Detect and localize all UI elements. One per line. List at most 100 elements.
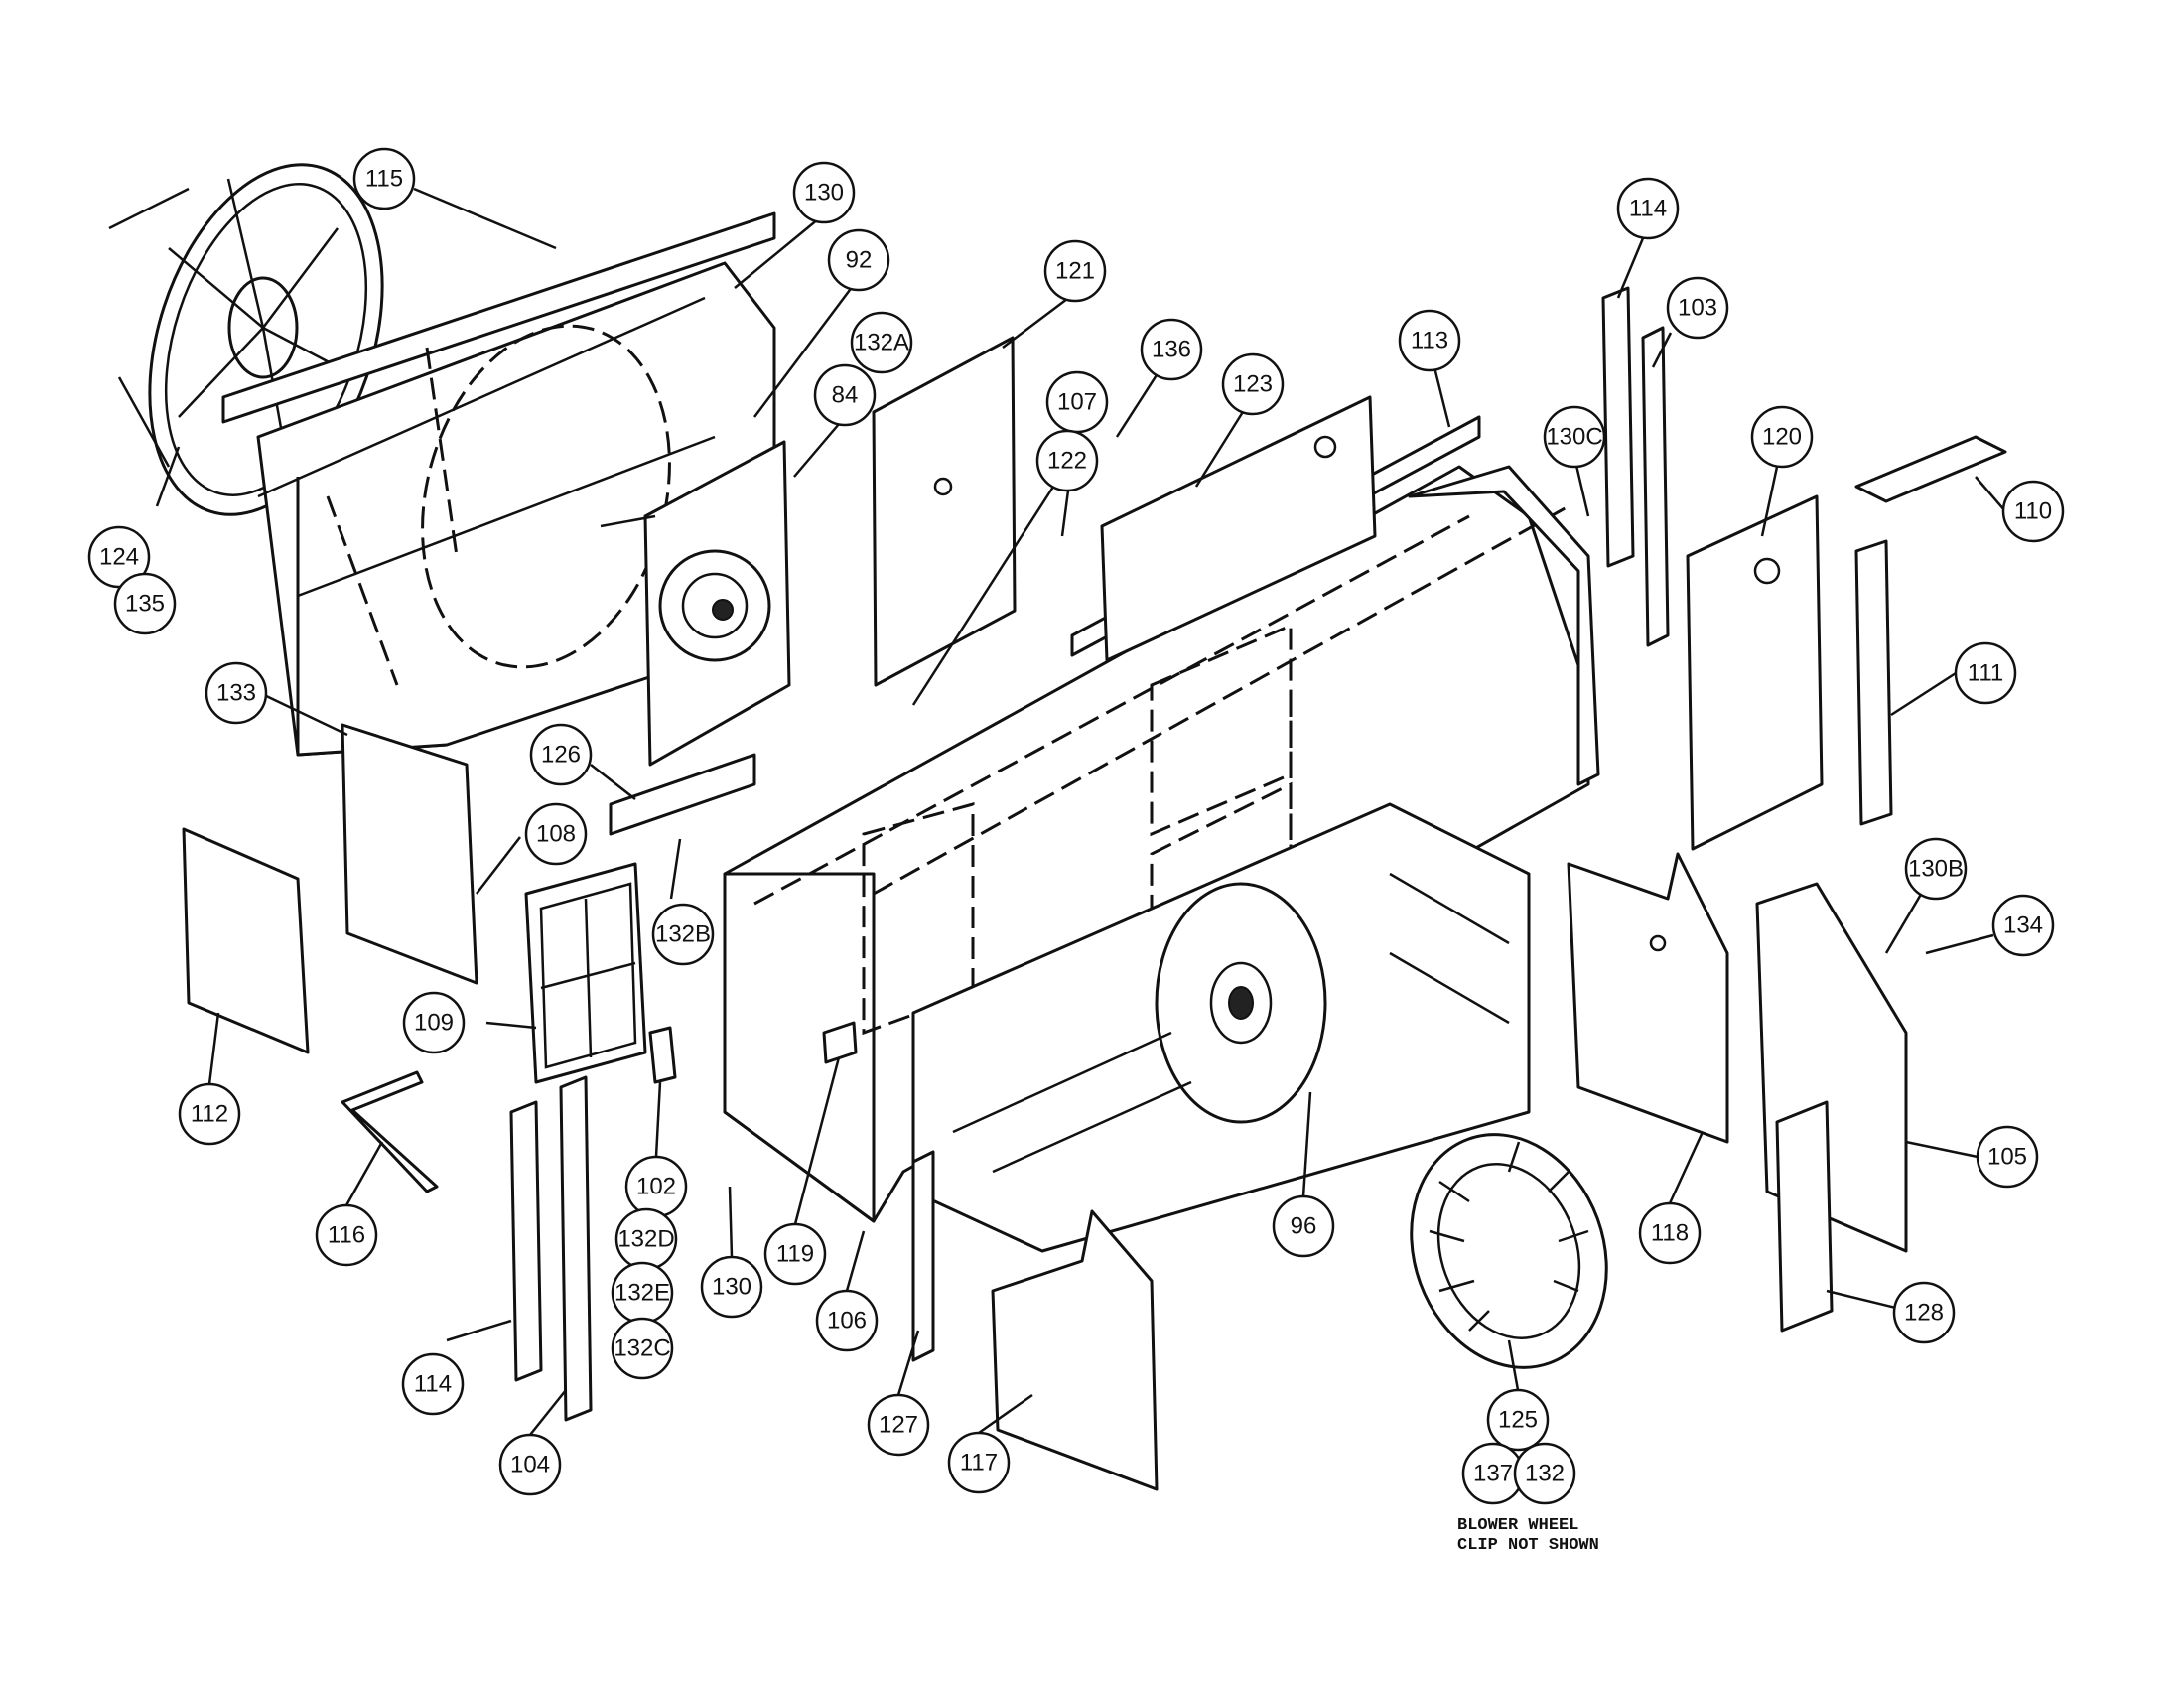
strip-111-drawing: [1854, 539, 1893, 826]
callout-117: 117: [947, 1431, 1011, 1494]
callout-107: 107: [1045, 370, 1109, 434]
callout-115: 115: [352, 147, 416, 210]
callout-121: 121: [1043, 239, 1107, 303]
callout-128: 128: [1892, 1281, 1956, 1344]
callout-110-label: 110: [2014, 498, 2052, 525]
callout-118: 118: [1638, 1201, 1702, 1265]
bracket-116-drawing: [341, 1070, 439, 1193]
panel-121-drawing: [872, 336, 1017, 687]
callout-122-label: 122: [1047, 448, 1087, 475]
callout-122: 122: [1035, 429, 1099, 492]
callout-130B: 130B: [1904, 837, 1968, 901]
callout-130C-label: 130C: [1546, 424, 1602, 451]
callout-135: 135: [113, 572, 177, 635]
callout-112-label: 112: [191, 1101, 228, 1128]
callout-132C-label: 132C: [614, 1335, 670, 1362]
callout-108-label: 108: [536, 821, 576, 848]
callout-104: 104: [498, 1433, 562, 1496]
callout-123: 123: [1221, 352, 1285, 416]
callout-117-label: 117: [960, 1450, 998, 1476]
callout-127: 127: [867, 1393, 930, 1457]
callout-113: 113: [1398, 309, 1461, 372]
callout-114-top: 114: [1616, 177, 1680, 240]
callout-109: 109: [402, 991, 466, 1054]
strip-114-upper-drawing: [1601, 286, 1635, 568]
callout-96: 96: [1272, 1194, 1335, 1258]
callout-92-label: 92: [846, 247, 873, 274]
callout-115-label: 115: [365, 166, 403, 193]
callout-119: 119: [763, 1222, 827, 1286]
callout-126: 126: [529, 723, 593, 786]
callout-110: 110: [2001, 480, 2065, 543]
callout-130C: 130C: [1543, 405, 1606, 469]
strip-114-lower-drawing: [509, 1100, 543, 1382]
callout-132D: 132D: [614, 1207, 678, 1271]
callout-106-label: 106: [827, 1308, 867, 1334]
fan-shroud-drawing: [221, 211, 776, 757]
callout-130B-label: 130B: [1908, 856, 1964, 883]
callout-133-label: 133: [216, 680, 256, 707]
callout-104-label: 104: [510, 1452, 550, 1478]
callout-133: 133: [205, 661, 268, 725]
pad-110-drawing: [1854, 435, 2007, 503]
callout-132-label: 132: [1525, 1461, 1565, 1487]
filter-109-drawing: [524, 862, 647, 1084]
callout-136-label: 136: [1152, 337, 1191, 363]
callout-135-label: 135: [125, 591, 165, 618]
callout-132B-label: 132B: [655, 921, 711, 948]
callout-116: 116: [315, 1203, 378, 1267]
callout-112: 112: [178, 1082, 241, 1146]
callout-119-label: 119: [776, 1241, 814, 1268]
callout-84-label: 84: [832, 382, 859, 409]
note-line-1: BLOWER WHEEL: [1457, 1516, 1578, 1535]
callout-125-label: 125: [1498, 1407, 1538, 1434]
callout-108: 108: [524, 802, 588, 866]
part-102-drawing: [648, 1026, 677, 1084]
panel-128-drawing: [1775, 1100, 1834, 1333]
callout-103-label: 103: [1678, 295, 1717, 322]
callout-121-label: 121: [1055, 258, 1095, 285]
callout-92: 92: [827, 228, 890, 292]
callout-124: 124: [87, 525, 151, 589]
callout-130-bottom: 130: [700, 1255, 763, 1319]
callout-102-label: 102: [636, 1174, 676, 1200]
callout-132B: 132B: [651, 903, 715, 966]
callout-132A: 132A: [850, 311, 913, 374]
callout-114-bottom-label: 114: [414, 1371, 452, 1398]
callout-132: 132: [1513, 1442, 1576, 1505]
callout-136: 136: [1140, 318, 1203, 381]
callout-102: 102: [624, 1155, 688, 1218]
callout-106: 106: [815, 1289, 879, 1352]
rail-104-drawing: [559, 1075, 593, 1422]
callout-132E: 132E: [611, 1261, 674, 1325]
callout-124-label: 124: [99, 544, 139, 571]
callout-128-label: 128: [1904, 1300, 1944, 1327]
callout-96-label: 96: [1291, 1213, 1317, 1240]
strip-126-drawing: [609, 753, 756, 836]
note-line-2: CLIP NOT SHOWN: [1457, 1536, 1599, 1555]
callout-114-top-label: 114: [1629, 196, 1667, 222]
motor-bracket-drawing: [600, 440, 791, 767]
callout-120: 120: [1750, 405, 1814, 469]
panel-123-drawing: [1100, 395, 1377, 662]
panel-118-drawing: [1567, 852, 1729, 1144]
panel-108-drawing: [341, 723, 478, 985]
callout-118-label: 118: [1651, 1220, 1689, 1247]
callout-111-label: 111: [1968, 660, 2003, 687]
callout-134: 134: [1991, 894, 2055, 957]
blower-housing-drawing: [911, 802, 1531, 1253]
callout-113-label: 113: [1411, 328, 1448, 354]
panel-117-drawing: [991, 1209, 1159, 1491]
callout-84: 84: [813, 363, 877, 427]
callout-111: 111: [1954, 641, 2017, 705]
callout-105: 105: [1976, 1125, 2039, 1189]
callout-127-label: 127: [879, 1412, 918, 1439]
callout-123-label: 123: [1233, 371, 1273, 398]
callout-109-label: 109: [414, 1010, 454, 1037]
callout-130-top-label: 130: [804, 180, 844, 207]
callout-125: 125: [1486, 1388, 1550, 1452]
panel-112-drawing: [182, 827, 310, 1054]
callout-132D-label: 132D: [617, 1226, 674, 1253]
panel-127-drawing: [911, 1150, 935, 1362]
